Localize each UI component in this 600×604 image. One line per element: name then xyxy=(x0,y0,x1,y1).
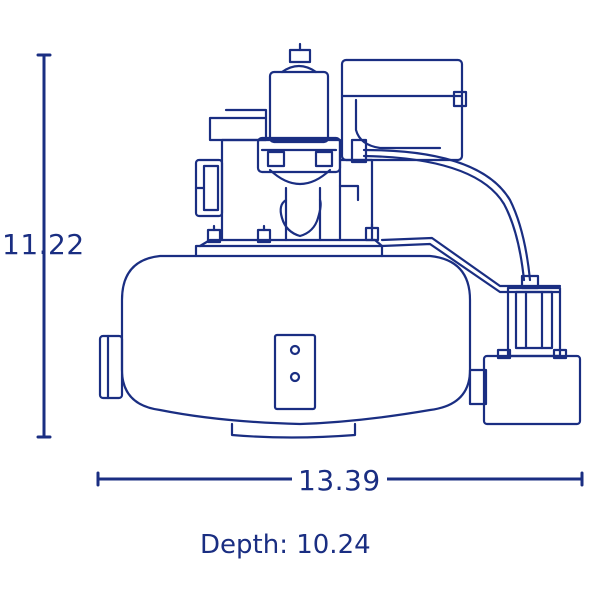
depth-dimension-label: Depth: 10.24 xyxy=(200,530,371,560)
height-dimension-label: 11.22 xyxy=(2,228,85,261)
width-dimension-label: 13.39 xyxy=(292,464,387,497)
motor-box xyxy=(342,60,466,160)
inlet-port xyxy=(100,336,122,398)
height-dimension-line xyxy=(38,55,50,437)
conduit-cable xyxy=(352,140,538,288)
pressure-tank xyxy=(100,240,486,438)
name-plate xyxy=(275,335,315,409)
pressure-switch-head xyxy=(258,44,340,172)
controller-box xyxy=(484,288,580,424)
support-bracket xyxy=(382,238,560,292)
pump-housing xyxy=(196,110,372,240)
